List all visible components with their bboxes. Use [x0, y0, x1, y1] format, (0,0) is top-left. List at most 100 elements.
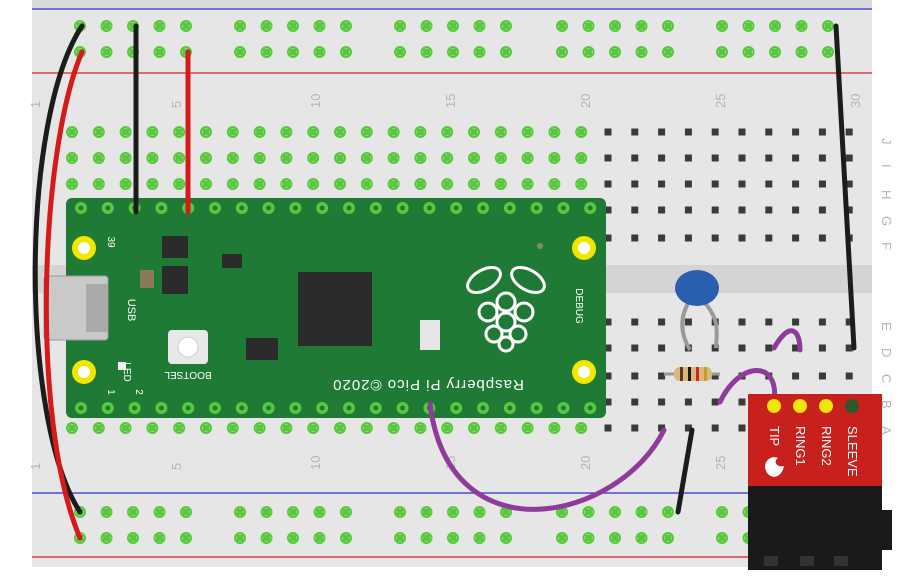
breadboard-hole[interactable] [658, 344, 666, 352]
breadboard-hole[interactable] [476, 48, 483, 56]
breadboard-hole[interactable] [738, 398, 746, 406]
breadboard-hole[interactable] [792, 154, 800, 162]
breadboard-hole[interactable] [202, 128, 210, 136]
breadboard-hole[interactable] [396, 48, 404, 56]
breadboard-hole[interactable] [122, 424, 130, 432]
breadboard-hole[interactable] [631, 180, 639, 188]
breadboard-hole[interactable] [390, 128, 398, 136]
breadboard-hole[interactable] [236, 508, 244, 516]
breadboard-hole[interactable] [68, 180, 76, 188]
breadboard-hole[interactable] [658, 154, 666, 162]
breadboard-hole[interactable] [502, 508, 510, 516]
breadboard-hole[interactable] [316, 534, 323, 542]
breadboard-hole[interactable] [765, 180, 773, 188]
breadboard-hole[interactable] [202, 154, 210, 162]
breadboard-hole[interactable] [711, 128, 719, 136]
breadboard-hole[interactable] [148, 128, 156, 136]
breadboard-hole[interactable] [558, 534, 566, 542]
breadboard-hole[interactable] [765, 234, 773, 242]
breadboard-hole[interactable] [611, 508, 619, 516]
breadboard-hole[interactable] [236, 22, 244, 30]
breadboard-hole[interactable] [718, 534, 726, 542]
breadboard-hole[interactable] [416, 180, 424, 188]
breadboard-hole[interactable] [497, 424, 505, 432]
breadboard-hole[interactable] [604, 234, 612, 242]
breadboard-hole[interactable] [585, 48, 592, 56]
breadboard-hole[interactable] [550, 154, 558, 162]
breadboard-hole[interactable] [604, 154, 612, 162]
breadboard-hole[interactable] [336, 424, 344, 432]
breadboard-hole[interactable] [396, 22, 404, 30]
breadboard-hole[interactable] [792, 372, 800, 380]
breadboard-hole[interactable] [550, 180, 558, 188]
breadboard-hole[interactable] [684, 206, 692, 214]
breadboard-hole[interactable] [229, 154, 237, 162]
breadboard-hole[interactable] [309, 424, 317, 432]
breadboard-hole[interactable] [470, 128, 478, 136]
breadboard-hole[interactable] [103, 48, 110, 56]
breadboard-hole[interactable] [604, 424, 612, 432]
breadboard-hole[interactable] [658, 318, 666, 326]
breadboard-hole[interactable] [202, 424, 210, 432]
breadboard-hole[interactable] [95, 424, 103, 432]
breadboard-hole[interactable] [423, 508, 430, 516]
breadboard-hole[interactable] [845, 180, 853, 188]
breadboard-hole[interactable] [604, 206, 612, 214]
breadboard-hole[interactable] [658, 424, 666, 432]
breadboard-hole[interactable] [282, 424, 290, 432]
breadboard-hole[interactable] [818, 344, 826, 352]
breadboard-hole[interactable] [818, 318, 826, 326]
breadboard-hole[interactable] [342, 22, 350, 30]
breadboard-hole[interactable] [449, 22, 457, 30]
breadboard-hole[interactable] [524, 128, 532, 136]
breadboard-hole[interactable] [156, 508, 163, 516]
breadboard-hole[interactable] [611, 534, 619, 542]
breadboard-hole[interactable] [604, 128, 612, 136]
breadboard-hole[interactable] [95, 128, 103, 136]
breadboard-hole[interactable] [845, 372, 853, 380]
breadboard-hole[interactable] [229, 424, 237, 432]
breadboard-hole[interactable] [502, 22, 510, 30]
breadboard-hole[interactable] [263, 508, 270, 516]
breadboard-hole[interactable] [342, 48, 350, 56]
breadboard-hole[interactable] [664, 508, 672, 516]
breadboard-hole[interactable] [631, 318, 639, 326]
breadboard-hole[interactable] [229, 180, 237, 188]
breadboard-hole[interactable] [577, 424, 585, 432]
breadboard-hole[interactable] [289, 48, 297, 56]
breadboard-hole[interactable] [738, 206, 746, 214]
breadboard-hole[interactable] [631, 424, 639, 432]
breadboard-hole[interactable] [658, 128, 666, 136]
breadboard-hole[interactable] [129, 48, 137, 56]
breadboard-hole[interactable] [684, 154, 692, 162]
breadboard-hole[interactable] [182, 508, 190, 516]
breadboard-hole[interactable] [256, 180, 264, 188]
breadboard-hole[interactable] [175, 128, 183, 136]
breadboard-hole[interactable] [289, 508, 297, 516]
breadboard-hole[interactable] [390, 424, 398, 432]
breadboard-hole[interactable] [550, 128, 558, 136]
breadboard-hole[interactable] [476, 534, 483, 542]
breadboard-hole[interactable] [818, 206, 826, 214]
breadboard-hole[interactable] [502, 48, 510, 56]
breadboard-hole[interactable] [342, 534, 350, 542]
breadboard-hole[interactable] [684, 318, 692, 326]
breadboard-hole[interactable] [558, 22, 566, 30]
breadboard-hole[interactable] [577, 180, 585, 188]
breadboard-hole[interactable] [156, 22, 163, 30]
breadboard-hole[interactable] [818, 154, 826, 162]
breadboard-hole[interactable] [824, 48, 832, 56]
breadboard-hole[interactable] [818, 180, 826, 188]
breadboard-hole[interactable] [631, 372, 639, 380]
breadboard-hole[interactable] [182, 534, 190, 542]
breadboard-hole[interactable] [363, 424, 371, 432]
breadboard-hole[interactable] [309, 128, 317, 136]
breadboard-hole[interactable] [658, 180, 666, 188]
breadboard-hole[interactable] [423, 534, 430, 542]
breadboard-hole[interactable] [658, 206, 666, 214]
breadboard-hole[interactable] [423, 48, 430, 56]
breadboard-hole[interactable] [738, 234, 746, 242]
breadboard-hole[interactable] [229, 128, 237, 136]
breadboard-hole[interactable] [684, 424, 692, 432]
breadboard-hole[interactable] [738, 180, 746, 188]
